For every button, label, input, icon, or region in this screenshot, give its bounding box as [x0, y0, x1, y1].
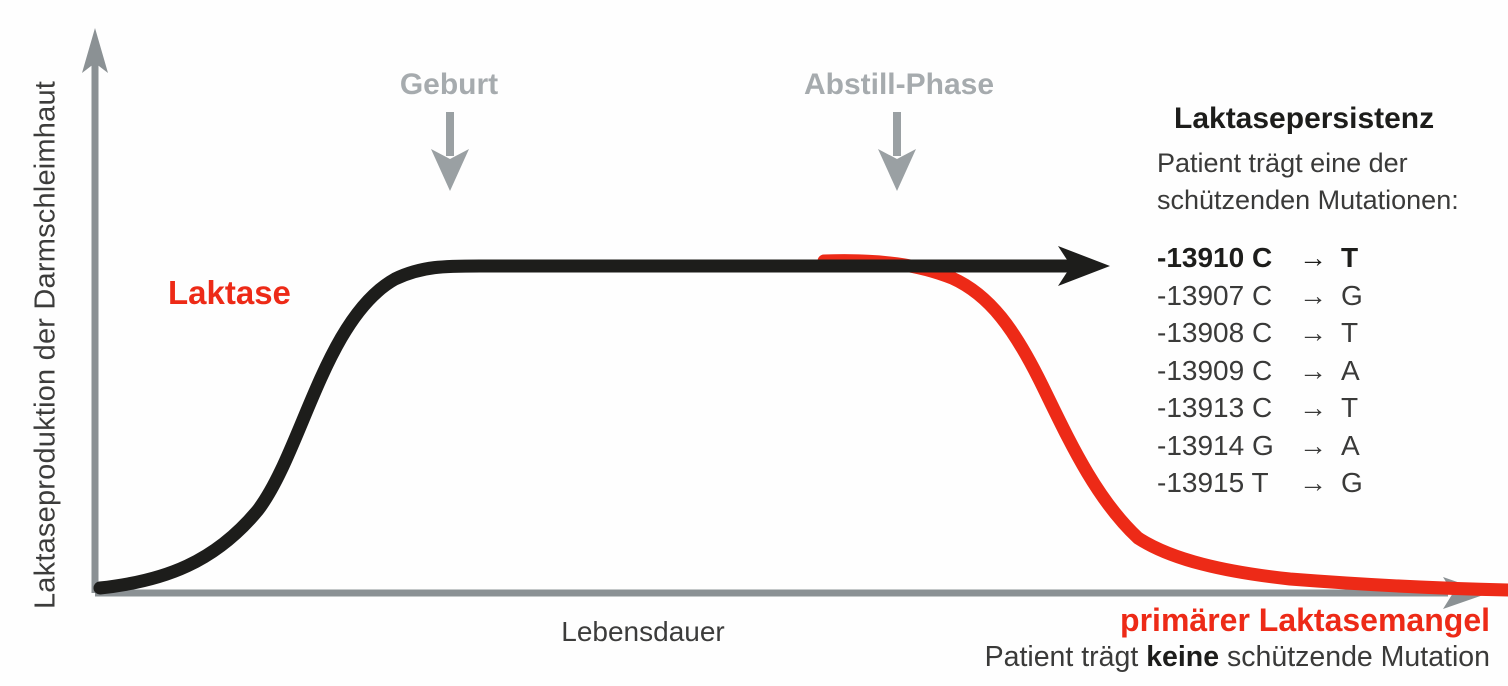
mutation-row: -13908 C → T [1157, 317, 1508, 355]
deficiency-subtitle: Patient trägt keine schützende Mutation [985, 641, 1490, 674]
persistence-subtitle-line1: Patient trägt eine der [1157, 148, 1408, 178]
y-axis-label: Laktaseproduktion der Darmschleimhaut [29, 80, 62, 610]
birth-arrow-head [431, 149, 469, 191]
lactase-curve-label: Laktase [168, 274, 291, 311]
right-arrow-glyph: → [1299, 354, 1327, 386]
mutation-target-base: T [1341, 242, 1359, 273]
mutation-target-base: T [1341, 317, 1359, 348]
deficiency-subtitle-suffix: schützende Mutation [1219, 641, 1490, 673]
mutation-position: -13909 C [1157, 354, 1273, 386]
y-axis-arrow-icon [82, 28, 108, 73]
mutation-row: -13914 G → A [1157, 430, 1508, 468]
red-curve-lactase-deficiency [817, 254, 1508, 597]
mutation-position: -13908 C [1157, 317, 1273, 348]
right-arrow-glyph: → [1299, 317, 1327, 348]
weaning-down-arrow-icon [878, 112, 916, 191]
deficiency-subtitle-keyword: keine [1146, 641, 1220, 673]
mutation-position: -13913 C [1157, 392, 1273, 423]
birth-down-arrow-icon [431, 112, 469, 191]
black-curve-lactase-persistence [93, 259, 1073, 595]
right-arrow-glyph: → [1299, 429, 1327, 461]
weaning-arrow-head [878, 149, 916, 191]
deficiency-title: primärer Laktasemangel [1120, 602, 1490, 638]
black-curve-arrow-head-icon [1058, 246, 1110, 286]
mutation-position: -13914 G [1157, 429, 1274, 461]
mutation-target-base: G [1341, 467, 1363, 498]
weaning-event-label: Abstill-Phase [803, 68, 995, 101]
mutation-target-base: A [1341, 354, 1360, 386]
mutation-row: -13913 C → T [1157, 392, 1508, 430]
persistence-title: Laktasepersistenz [1174, 102, 1435, 135]
mutation-target-base: T [1341, 392, 1359, 423]
deficiency-subtitle-prefix: Patient trägt [984, 641, 1147, 673]
persistence-subtitle-line2: schützenden Mutationen: [1157, 185, 1459, 215]
mutation-target-base: A [1341, 429, 1360, 461]
mutation-position: -13907 C [1157, 279, 1273, 311]
mutation-row: -13915 T → G [1157, 467, 1508, 505]
right-arrow-glyph: → [1299, 242, 1327, 273]
lactase-persistence-panel: Laktasepersistenz Patient trägt eine der… [1157, 102, 1508, 505]
right-arrow-glyph: → [1299, 392, 1327, 423]
lactase-deficiency-panel: primärer Laktasemangel Patient trägt kei… [985, 603, 1490, 674]
mutation-row: -13910 C → T [1157, 242, 1508, 280]
mutation-position: -13915 T [1157, 467, 1269, 498]
mutation-row: -13907 C → G [1157, 280, 1508, 318]
mutation-target-base: G [1341, 279, 1363, 311]
mutation-list: -13910 C → T -13907 C → G -13908 C → T -… [1157, 242, 1508, 505]
x-axis-label: Lebensdauer [561, 616, 725, 647]
right-arrow-glyph: → [1299, 467, 1327, 498]
mutation-row: -13909 C → A [1157, 355, 1508, 393]
right-arrow-glyph: → [1299, 279, 1327, 311]
mutation-position: -13910 C [1157, 242, 1273, 273]
birth-event-label: Geburt [399, 68, 499, 101]
